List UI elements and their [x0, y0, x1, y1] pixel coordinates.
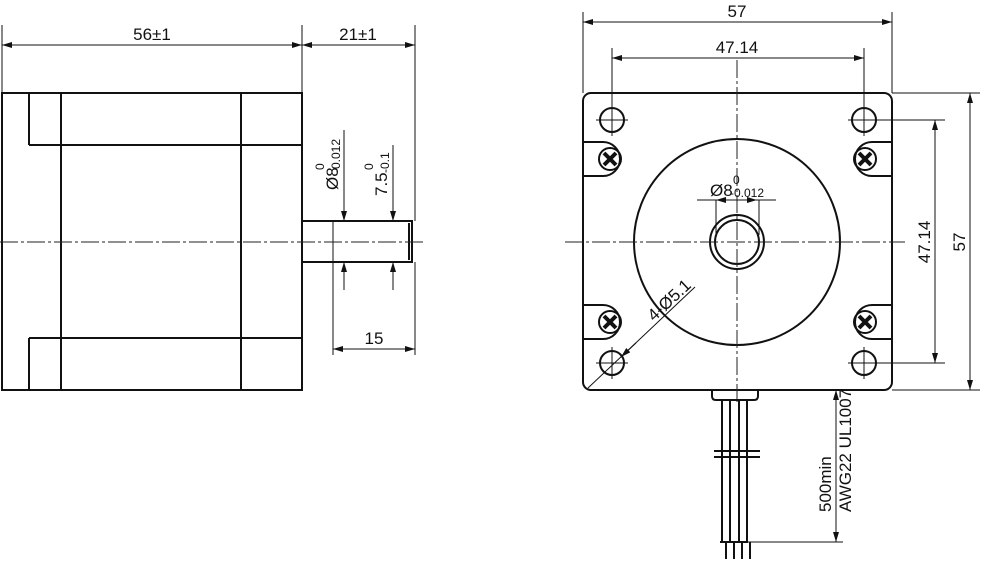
svg-text:0: 0	[733, 173, 740, 187]
screw-icon	[598, 147, 622, 171]
screw-icon	[853, 310, 877, 334]
flat-dimension: 7.5 0 -0.1	[362, 152, 392, 196]
lead-wires	[711, 390, 760, 559]
lead-length-label: 500min	[816, 456, 835, 512]
front-view: 57 47.14 47.14 57 Ø8 0 -0.012 4-Ø5.1	[565, 2, 980, 559]
svg-text:Ø8: Ø8	[323, 167, 342, 190]
svg-text:-0.012: -0.012	[730, 186, 764, 200]
svg-text:7.5: 7.5	[372, 172, 391, 196]
side-view: 56±1 21±1 15 Ø8 0 -0.012 7.5 0 -0.1	[0, 25, 425, 391]
svg-text:-0.1: -0.1	[378, 152, 392, 173]
screws	[583, 141, 892, 340]
svg-text:0: 0	[362, 163, 376, 170]
svg-text:Ø8: Ø8	[710, 181, 733, 200]
length-dimension: 56±1	[133, 25, 171, 44]
front-shaft-diameter-dimension: Ø8 0 -0.012	[710, 173, 764, 200]
svg-text:0: 0	[313, 163, 327, 170]
screw-icon	[598, 310, 622, 334]
width-dimension: 57	[728, 2, 747, 21]
shaft-length-dimension: 21±1	[339, 25, 377, 44]
mounting-holes	[596, 104, 880, 379]
hole-spacing-horizontal: 47.14	[716, 38, 759, 57]
shaft-diameter-dimension: Ø8 0 -0.012	[313, 139, 343, 190]
wire-spec-label: AWG22 UL1007	[836, 389, 855, 512]
svg-text:-0.012: -0.012	[329, 139, 343, 173]
screw-icon	[853, 147, 877, 171]
height-dimension: 57	[950, 233, 969, 252]
flat-length-dimension: 15	[365, 329, 384, 348]
hole-spacing-vertical: 47.14	[915, 221, 934, 264]
